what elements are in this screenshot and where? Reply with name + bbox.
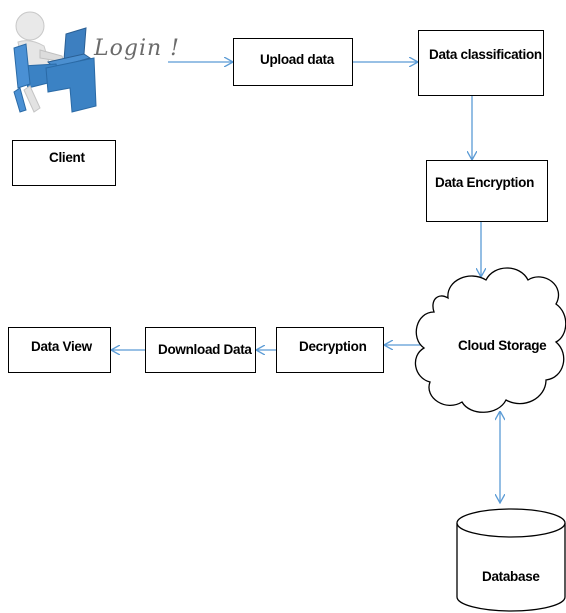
user-at-laptop-icon xyxy=(13,11,97,113)
data-encryption-label: Data Encryption xyxy=(435,175,535,190)
data-view-box: Data View xyxy=(8,327,111,373)
decryption-box: Decryption xyxy=(276,327,384,373)
login-text: Login ! xyxy=(94,36,180,61)
client-box: Client xyxy=(12,140,116,186)
data-classification-box: Data classification xyxy=(418,30,544,96)
upload-data-box: Upload data xyxy=(233,38,353,86)
data-classification-label: Data classification xyxy=(429,47,542,62)
client-label: Client xyxy=(49,150,85,165)
data-encryption-box: Data Encryption xyxy=(426,160,548,222)
cloud-storage-label: Cloud Storage xyxy=(458,338,547,353)
upload-data-label: Upload data xyxy=(260,52,334,67)
download-data-box: Download Data xyxy=(145,327,256,373)
download-data-label: Download Data xyxy=(158,342,252,357)
data-view-label: Data View xyxy=(31,339,92,354)
database-cylinder xyxy=(456,508,566,612)
decryption-label: Decryption xyxy=(299,339,367,354)
database-label: Database xyxy=(482,569,540,584)
cloud-storage-shape xyxy=(414,267,566,413)
